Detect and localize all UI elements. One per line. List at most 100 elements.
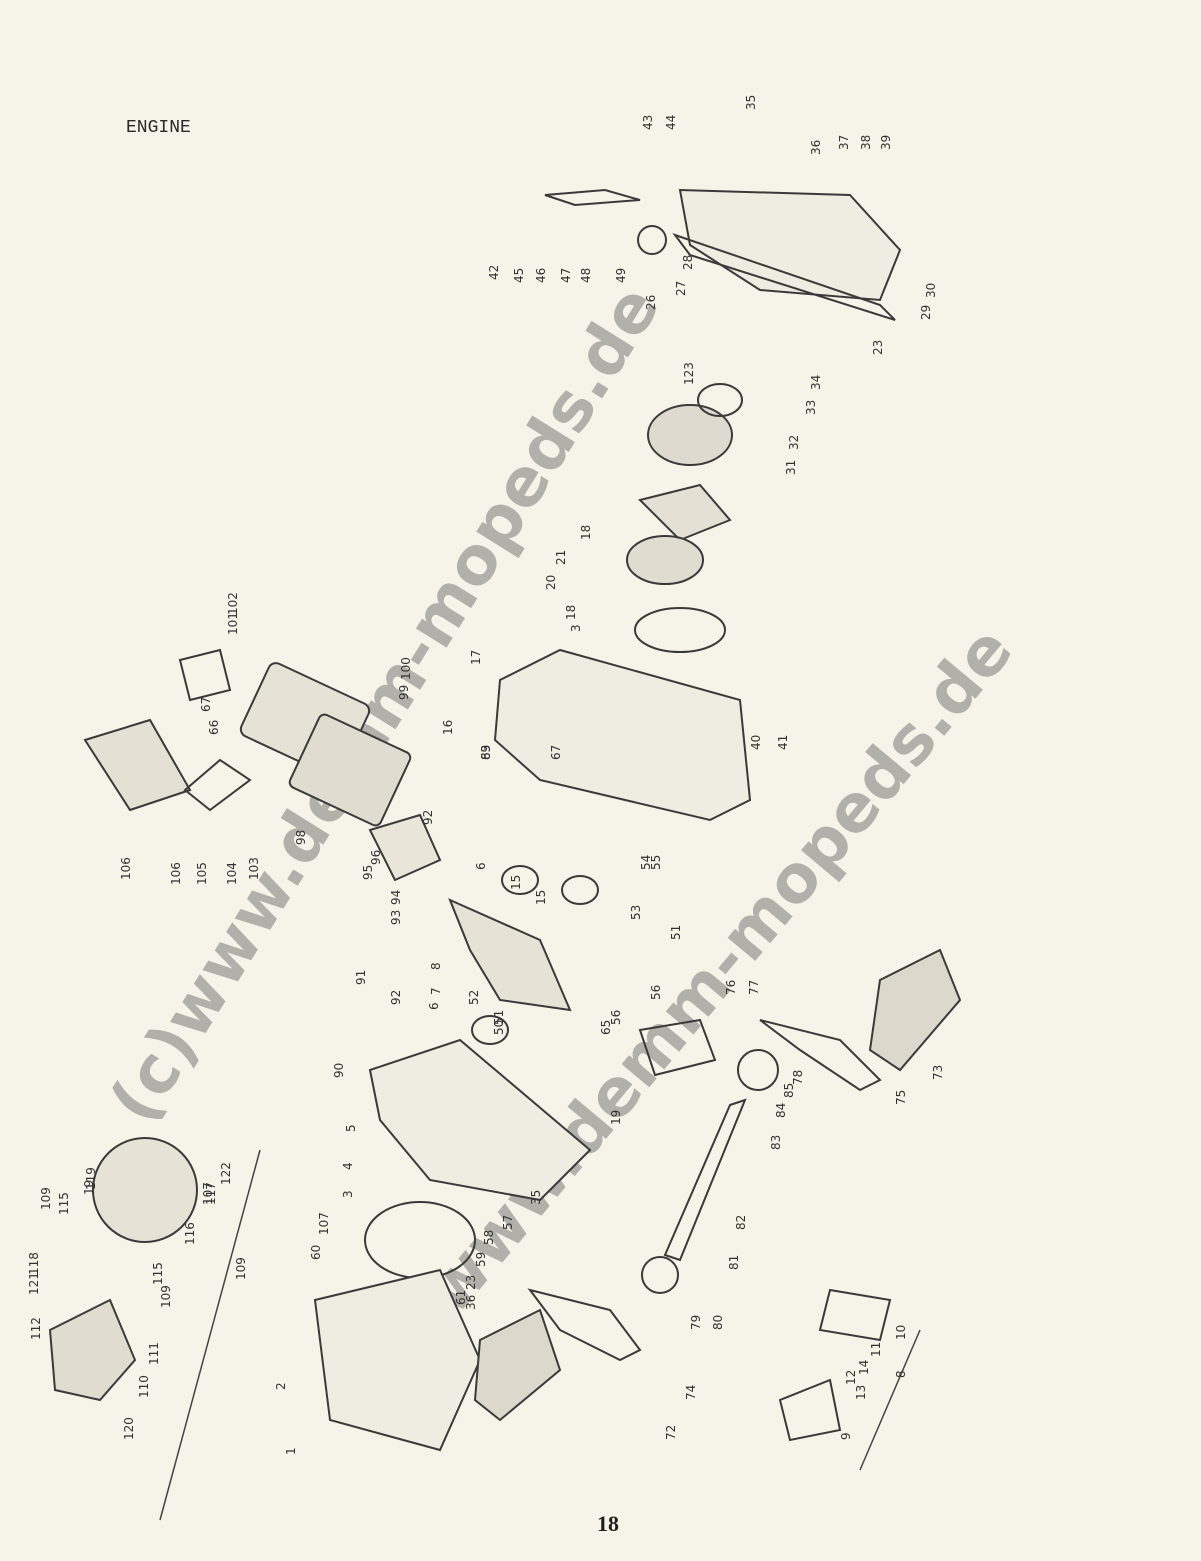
part-callout-label: 11 — [869, 1342, 883, 1357]
piston — [368, 813, 442, 882]
part-callout-label: 53 — [629, 905, 643, 920]
pedal-crank — [759, 1019, 882, 1092]
drive-gear — [634, 607, 726, 653]
part-callout-label: 8 — [894, 1370, 908, 1378]
bracket-line — [159, 1149, 261, 1521]
part-callout-label: 52 — [467, 990, 481, 1005]
clutch-drum — [647, 404, 733, 466]
part-callout-label: 65 — [599, 1020, 613, 1035]
part-callout-label: 26 — [644, 295, 658, 310]
part-callout-label: 40 — [749, 735, 763, 750]
part-callout-label: 49 — [614, 268, 628, 283]
part-callout-label: 35 — [529, 1190, 543, 1205]
lever-arm — [544, 188, 641, 207]
part-callout-label: 43 — [641, 115, 655, 130]
part-callout-label: 56 — [649, 985, 663, 1000]
washer — [697, 383, 743, 417]
part-callout-label: 107 — [201, 1182, 215, 1205]
part-callout-label: 18 — [579, 525, 593, 540]
part-callout-label: 16 — [441, 720, 455, 735]
seal-ring — [637, 225, 667, 255]
part-callout-label: 4 — [341, 1162, 355, 1170]
part-callout-label: 61 — [454, 1290, 468, 1305]
part-callout-label: 18 — [564, 605, 578, 620]
part-callout-label: 33 — [804, 400, 818, 415]
flywheel — [92, 1137, 198, 1243]
part-callout-label: 58 — [482, 1230, 496, 1245]
part-callout-label: 23 — [464, 1275, 478, 1290]
part-callout-label: 5 — [344, 1124, 358, 1132]
part-callout-label: 111 — [147, 1342, 161, 1365]
part-callout-label: 6 — [427, 1002, 441, 1010]
part-callout-label: 79 — [689, 1315, 703, 1330]
part-callout-label: 100 — [399, 657, 413, 680]
part-callout-label: 107 — [317, 1212, 331, 1235]
part-callout-label: 118 — [27, 1252, 41, 1275]
part-callout-label: 109 — [234, 1257, 248, 1280]
part-callout-label: 104 — [225, 862, 239, 885]
part-callout-label: 7 — [429, 987, 443, 995]
part-callout-label: 82 — [734, 1215, 748, 1230]
part-callout-label: 84 — [774, 1103, 788, 1118]
part-callout-label: 95 — [361, 865, 375, 880]
part-callout-label: 67 — [199, 697, 213, 712]
part-callout-label: 20 — [544, 575, 558, 590]
part-callout-label: 115 — [151, 1262, 165, 1285]
part-callout-label: 21 — [554, 550, 568, 565]
part-callout-label: 8 — [429, 962, 443, 970]
part-callout-label: 1 — [284, 1447, 298, 1455]
ignition-baseplate — [48, 1298, 137, 1402]
part-callout-label: 19 — [82, 1180, 96, 1195]
crankcase-left — [368, 1038, 592, 1202]
cover-gasket — [672, 233, 896, 321]
pedal — [473, 1308, 562, 1422]
part-callout-label: 39 — [879, 135, 893, 150]
part-callout-label: 55 — [649, 855, 663, 870]
clutch-shoes — [638, 483, 732, 542]
part-callout-label: 119 — [84, 1167, 98, 1190]
part-callout-label: 75 — [894, 1090, 908, 1105]
part-callout-label: 45 — [512, 268, 526, 283]
part-callout-label: 2 — [274, 1382, 288, 1390]
part-callout-label: 81 — [727, 1255, 741, 1270]
part-callout-label: 92 — [389, 990, 403, 1005]
drive-chain — [638, 1018, 717, 1077]
part-callout-label: 47 — [559, 268, 573, 283]
drawing-layer — [48, 188, 962, 1452]
part-callout-label: 94 — [389, 890, 403, 905]
part-callout-label: 110 — [137, 1375, 151, 1398]
part-callout-label: 34 — [809, 375, 823, 390]
part-callout-label: 6 — [474, 862, 488, 870]
callout-labels: 1233456678891011121314151516171818191920… — [27, 95, 945, 1455]
part-callout-label: 121 — [27, 1272, 41, 1295]
part-callout-label: 13 — [854, 1385, 868, 1400]
clutch-cover — [678, 188, 902, 302]
part-callout-label: 29 — [919, 305, 933, 320]
part-callout-label: 10 — [894, 1325, 908, 1340]
part-callout-label: 117 — [204, 1182, 218, 1205]
part-callout-label: 14 — [857, 1360, 871, 1375]
part-callout-label: 48 — [579, 268, 593, 283]
part-callout-label: 102 — [226, 592, 240, 615]
left-cover — [313, 1268, 482, 1452]
part-callout-label: 51 — [492, 1010, 506, 1025]
part-callout-label: 80 — [711, 1315, 725, 1330]
part-callout-label: 106 — [119, 857, 133, 880]
crankshaft — [448, 898, 572, 1012]
bearing — [471, 1015, 509, 1045]
part-callout-label: 54 — [639, 855, 653, 870]
stator-plate — [364, 1201, 476, 1279]
part-callout-label: 42 — [487, 265, 501, 280]
part-callout-label: 122 — [219, 1162, 233, 1185]
part-callout-label: 50 — [492, 1020, 506, 1035]
bearing — [561, 875, 599, 905]
part-callout-label: 46 — [534, 268, 548, 283]
cylinder — [288, 713, 412, 827]
part-callout-label: 36 — [464, 1295, 478, 1310]
part-callout-label: 28 — [681, 255, 695, 270]
part-callout-label: 23 — [871, 340, 885, 355]
part-callout-label: 38 — [859, 135, 873, 150]
part-callout-label: 77 — [747, 980, 761, 995]
part-callout-label: 90 — [332, 1063, 346, 1078]
